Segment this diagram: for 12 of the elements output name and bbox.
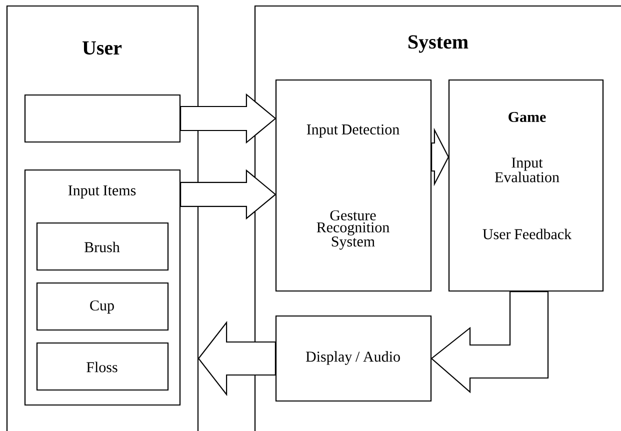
input-box	[24, 94, 181, 143]
block-arrow	[430, 291, 549, 394]
process-box: Display / Audio	[275, 315, 432, 402]
item-box: Floss	[36, 342, 169, 391]
block-arrow	[431, 128, 450, 186]
block-arrow	[180, 169, 276, 220]
block-arrow	[198, 320, 276, 396]
item-box: Brush	[36, 222, 169, 271]
block-arrow	[180, 93, 276, 144]
item-box: Cup	[36, 282, 169, 331]
process-box: Game Input Evaluation User Feedback	[448, 79, 604, 292]
process-box: Input Detection Gesture Recognition System	[275, 79, 432, 292]
